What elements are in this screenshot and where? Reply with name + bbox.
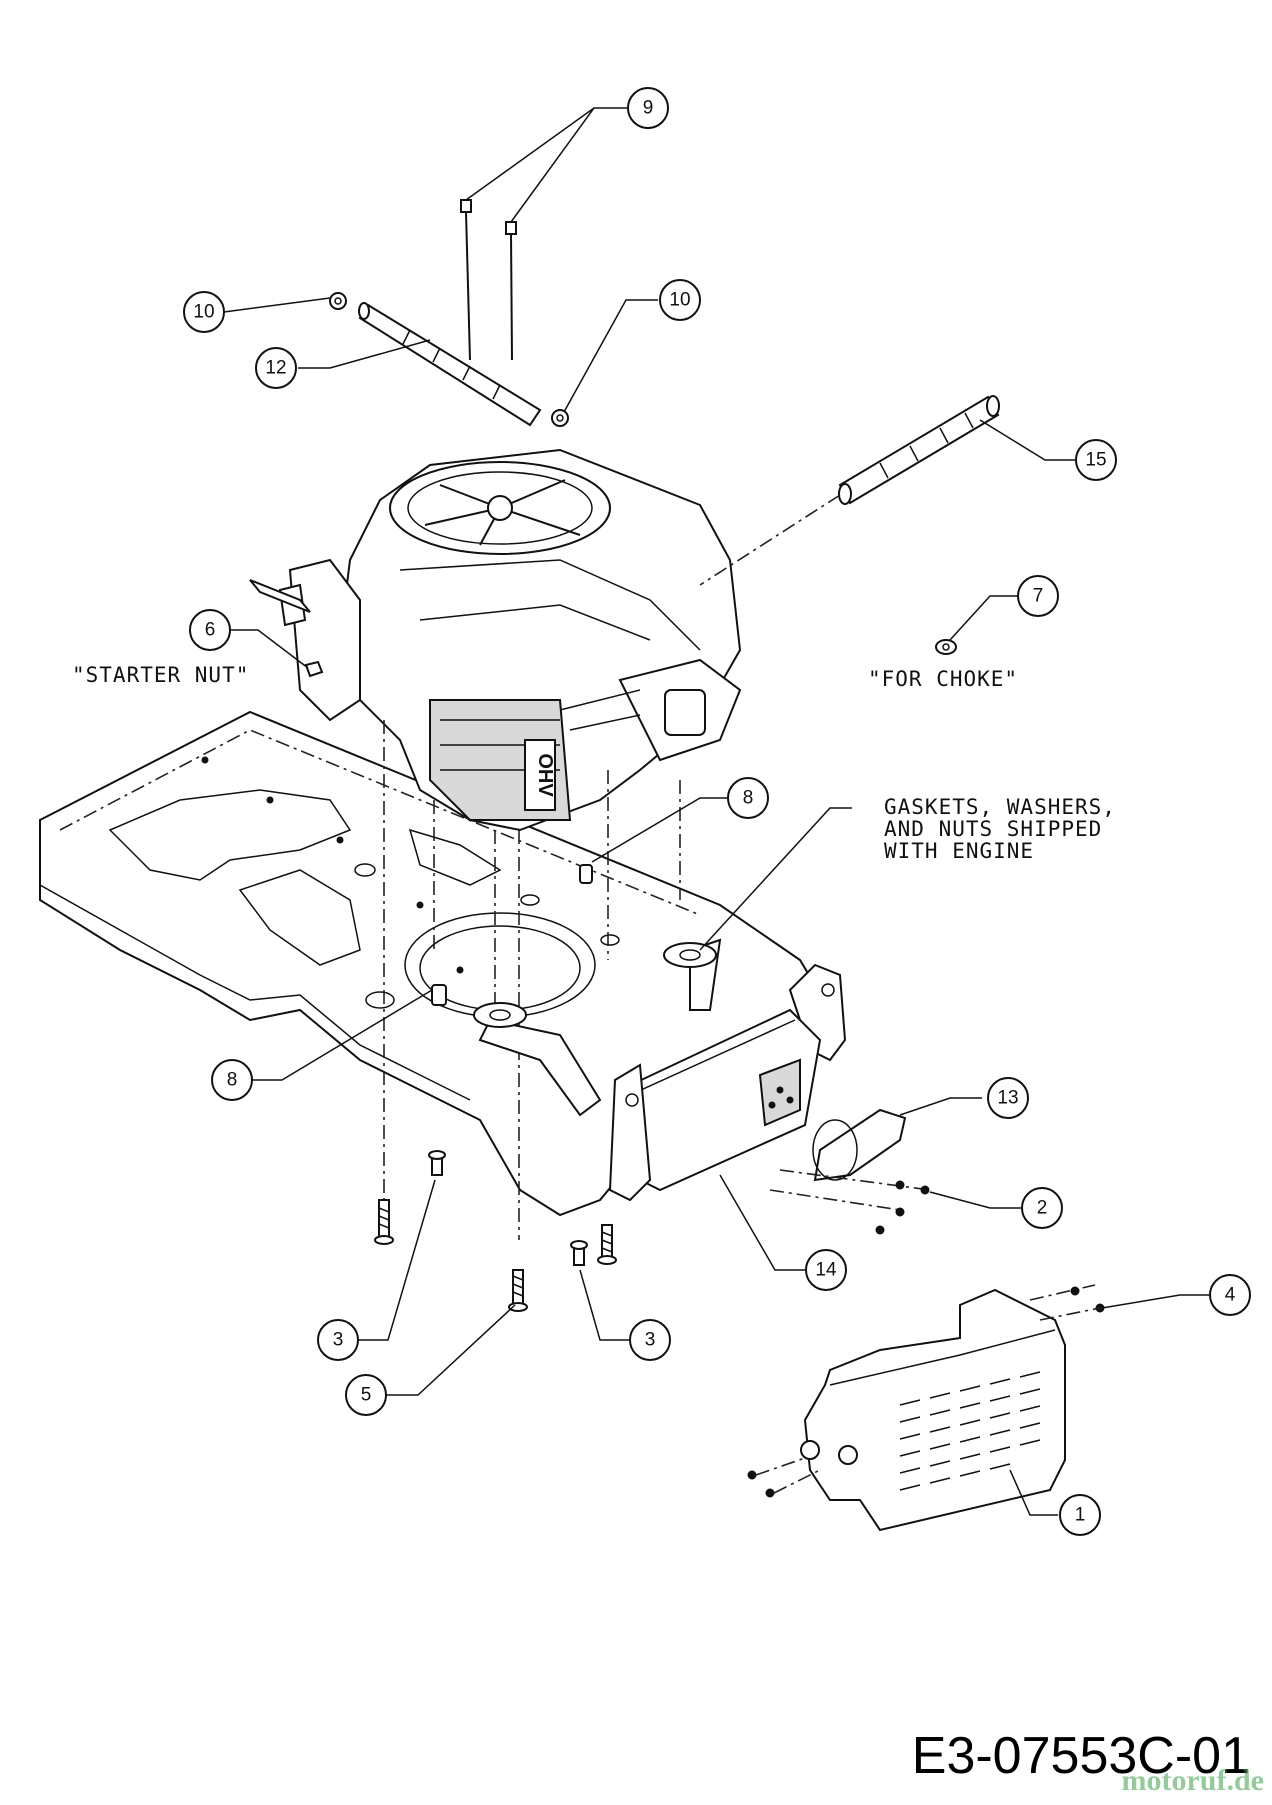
callout-3-right-label: 3 xyxy=(645,1330,656,1351)
starter-nut-6 xyxy=(304,660,324,678)
gaskets-note-line-2: AND NUTS SHIPPED xyxy=(884,817,1103,841)
callout-7-label: 7 xyxy=(1033,586,1044,607)
callout-10-left-label: 10 xyxy=(193,302,214,323)
document-code: E3-07553C-01 xyxy=(911,1727,1250,1785)
engine-block: OHV xyxy=(249,448,742,832)
callout-9-label: 9 xyxy=(643,98,654,119)
callout-1: 1 xyxy=(1059,1494,1101,1536)
spacer-8-upper xyxy=(579,864,593,884)
bolt-3-right xyxy=(570,1240,588,1266)
bolt-lower-right xyxy=(597,1224,617,1265)
callout-14: 14 xyxy=(805,1249,847,1291)
fuel-hose-12 xyxy=(358,302,542,427)
callout-7: 7 xyxy=(1017,575,1059,617)
bolt-3-left xyxy=(428,1150,446,1176)
muffler-14 xyxy=(473,938,822,1202)
callout-13: 13 xyxy=(987,1077,1029,1119)
spacer-8-lower xyxy=(431,984,447,1006)
callout-3-left-label: 3 xyxy=(333,1330,344,1351)
callout-10-left: 10 xyxy=(183,291,225,333)
callout-8-lower: 8 xyxy=(211,1059,253,1101)
fuel-hose-15 xyxy=(838,395,1000,505)
cable-tie-9-right xyxy=(505,221,517,361)
choke-nut-7 xyxy=(935,639,957,655)
callout-15-label: 15 xyxy=(1085,450,1106,471)
callout-8-upper-label: 8 xyxy=(743,788,754,809)
starter-nut-note: "STARTER NUT" xyxy=(72,663,250,687)
callout-6: 6 xyxy=(189,609,231,651)
callout-5-label: 5 xyxy=(361,1385,372,1406)
callout-2: 2 xyxy=(1021,1187,1063,1229)
callout-9: 9 xyxy=(627,87,669,129)
callout-5: 5 xyxy=(345,1374,387,1416)
gaskets-note-line-1: GASKETS, WASHERS, xyxy=(884,795,1116,819)
callout-12: 12 xyxy=(255,347,297,389)
callout-10-right-label: 10 xyxy=(669,290,690,311)
callout-8-lower-label: 8 xyxy=(227,1070,238,1091)
muffler-guard-1 xyxy=(800,1288,1066,1532)
for-choke-note: "FOR CHOKE" xyxy=(868,667,1019,691)
screws-2 xyxy=(769,1169,931,1235)
bolt-lower-left xyxy=(374,1199,394,1245)
screws-guard-left xyxy=(747,1457,821,1498)
callout-4-label: 4 xyxy=(1225,1285,1236,1306)
callout-13-label: 13 xyxy=(997,1088,1018,1109)
leader-lines xyxy=(223,107,1210,1516)
ohv-engine-mark: OHV xyxy=(534,753,556,797)
callout-12-label: 12 xyxy=(265,358,286,379)
bolt-5 xyxy=(508,1269,528,1312)
cable-tie-9-left xyxy=(460,199,472,361)
callout-1-label: 1 xyxy=(1075,1505,1086,1526)
spark-arrestor-13 xyxy=(812,1108,907,1182)
callout-3-left: 3 xyxy=(317,1319,359,1361)
callout-8-upper: 8 xyxy=(727,777,769,819)
callout-14-label: 14 xyxy=(815,1260,837,1281)
hose-clamp-10-left xyxy=(329,292,347,310)
callout-15: 15 xyxy=(1075,439,1117,481)
hose-clamp-10-right xyxy=(551,409,569,427)
callout-6-label: 6 xyxy=(205,620,216,641)
callout-3-right: 3 xyxy=(629,1319,671,1361)
watermark-logo: motoruf.de xyxy=(1121,1764,1264,1797)
gaskets-note-line-3: WITH ENGINE xyxy=(884,839,1035,863)
callout-4: 4 xyxy=(1209,1274,1251,1316)
screws-4 xyxy=(1029,1284,1105,1321)
callout-10-right: 10 xyxy=(659,279,701,321)
callout-2-label: 2 xyxy=(1037,1198,1048,1219)
